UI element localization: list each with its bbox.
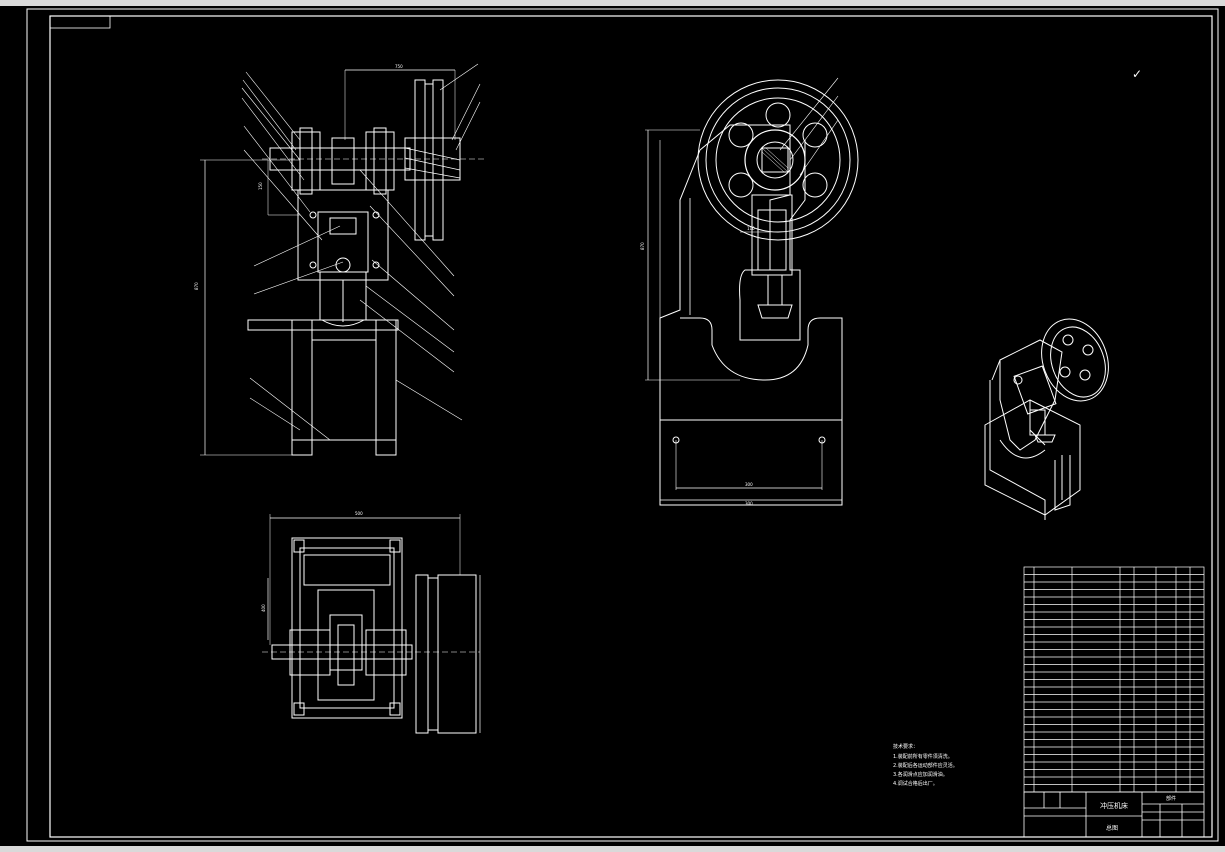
title-block-text: 冲压机床 总图 部件 (1100, 795, 1176, 832)
top-view-dim-labels: 500 400 (261, 511, 363, 612)
dim-small: 150 (258, 182, 263, 190)
side-view-dim-labels: 870 110 300 300 (640, 226, 755, 506)
drawing-subtitle: 总图 (1106, 824, 1118, 832)
table-header: 部件 (1166, 795, 1176, 802)
dim-side-depth: 400 (261, 604, 266, 612)
front-view-dim-labels: 750 870 150 (194, 64, 403, 290)
status-bar (0, 846, 1225, 852)
drawing-title: 冲压机床 (1100, 801, 1128, 810)
isometric-view (984, 318, 1109, 520)
tech-notes-block: 技术要求： 1.装配前所有零件须清洗。 2.装配后各运动部件应灵活。 3.各润滑… (893, 743, 958, 787)
tech-note-0: 技术要求： (893, 743, 918, 750)
top-view (262, 514, 481, 734)
dim-base-width: 300 (745, 482, 753, 487)
dim-top-width: 750 (395, 64, 403, 69)
dim-height-total: 870 (194, 282, 199, 290)
title-block (1023, 791, 1205, 838)
parts-list-table (1023, 566, 1205, 793)
dim-side-height: 870 (640, 242, 645, 250)
tech-note-3: 3.各润滑点应加润滑油。 (893, 771, 948, 778)
dim-gap: 110 (747, 226, 755, 231)
tech-note-2: 2.装配后各运动部件应灵活。 (893, 762, 958, 769)
window-top-strip (0, 0, 1225, 6)
side-view (645, 77, 859, 506)
dim-front-width: 300 (745, 501, 753, 506)
tech-note-4: 4.调试合格后出厂。 (893, 780, 938, 787)
corner-label-box (49, 15, 111, 29)
outer-border (26, 8, 1219, 842)
check-mark: ✓ (1132, 67, 1142, 81)
dim-side-width: 500 (355, 511, 363, 516)
tech-note-1: 1.装配前所有零件须清洗。 (893, 753, 953, 760)
inner-border (49, 15, 1213, 838)
front-view (200, 63, 485, 456)
